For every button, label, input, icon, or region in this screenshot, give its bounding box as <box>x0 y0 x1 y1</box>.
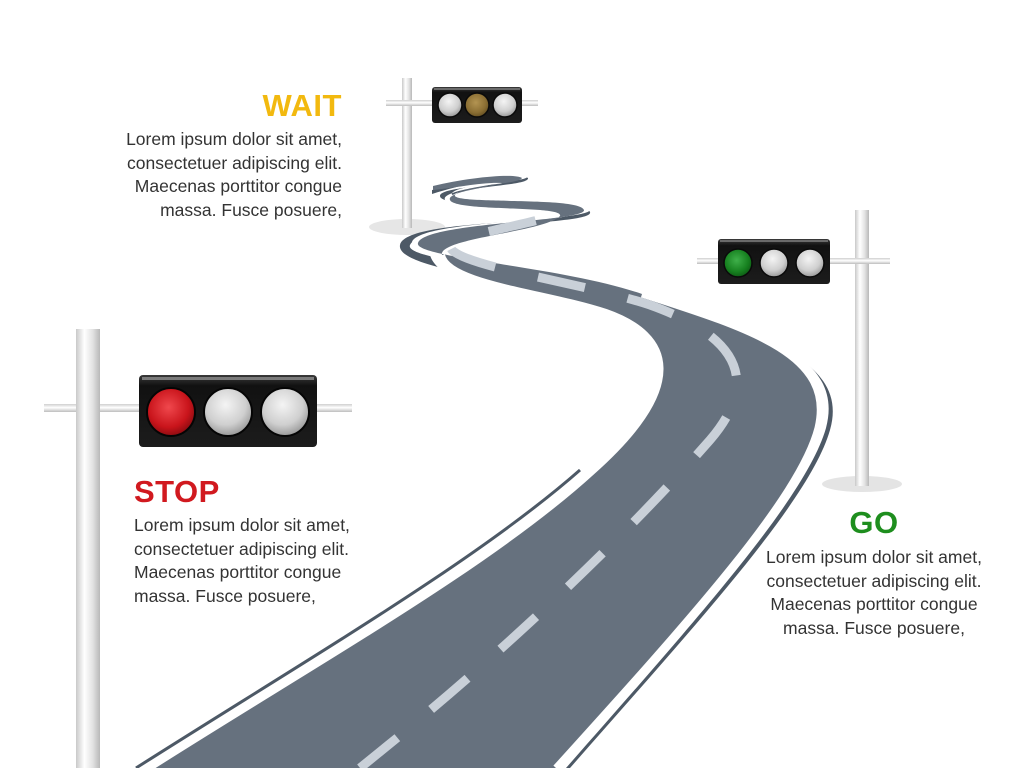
go-heading: GO <box>849 505 899 540</box>
pole <box>402 78 412 228</box>
light-lens-off <box>795 248 825 278</box>
stop-description: Lorem ipsum dolor sit amet, consectetuer… <box>134 515 350 606</box>
go-description: Lorem ipsum dolor sit amet, consectetuer… <box>766 547 982 638</box>
wait-traffic-light <box>369 78 538 235</box>
wait-heading: WAIT <box>262 88 342 123</box>
go-traffic-light <box>697 210 902 492</box>
winding-road-icon <box>128 173 833 768</box>
light-lens-amber <box>464 92 490 118</box>
pole <box>855 210 869 486</box>
light-lens-off <box>492 92 518 118</box>
light-lens-off <box>437 92 463 118</box>
light-lens-green <box>723 248 753 278</box>
stop-heading: STOP <box>134 474 220 509</box>
wait-description: Lorem ipsum dolor sit amet, consectetuer… <box>126 129 342 220</box>
light-lens-off <box>759 248 789 278</box>
